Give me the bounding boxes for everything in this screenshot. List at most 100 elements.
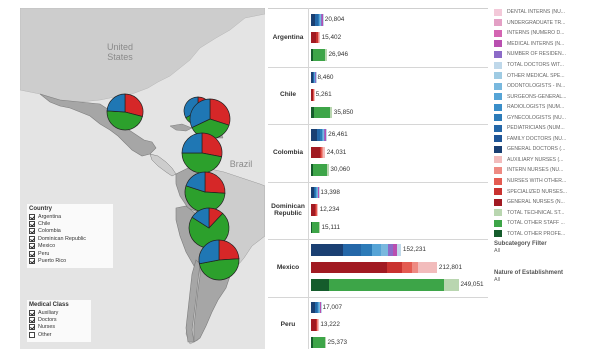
bar-segment[interactable] bbox=[311, 146, 320, 158]
pie-slice[interactable] bbox=[204, 171, 226, 194]
bar-segment[interactable] bbox=[402, 261, 413, 273]
checkbox[interactable] bbox=[29, 331, 35, 338]
bar-segment[interactable] bbox=[323, 146, 326, 158]
bar-segment[interactable] bbox=[311, 129, 317, 141]
legend-item[interactable]: GYNECOLOGISTS (NU... bbox=[492, 112, 599, 123]
bar-segment[interactable] bbox=[312, 336, 325, 348]
bar-segment[interactable] bbox=[315, 14, 318, 26]
bar-segment[interactable] bbox=[418, 261, 438, 273]
bar-auxiliary[interactable]: 17,007 bbox=[311, 301, 342, 313]
bar-segment[interactable] bbox=[316, 319, 318, 331]
bar-segment[interactable] bbox=[387, 244, 394, 256]
pie-chart-marker[interactable] bbox=[106, 93, 144, 131]
bar-doctors[interactable]: 12,234 bbox=[311, 204, 339, 216]
country-filter-option[interactable]: Colombia bbox=[29, 228, 110, 235]
pie-slice[interactable] bbox=[106, 110, 143, 131]
bar-segment[interactable] bbox=[342, 244, 361, 256]
legend-item[interactable]: FAMILY DOCTORS (NU... bbox=[492, 134, 599, 145]
bar-segment[interactable] bbox=[311, 319, 316, 331]
country-row-label[interactable]: Chile bbox=[279, 91, 297, 99]
country-filter-option[interactable]: Peru bbox=[29, 250, 110, 257]
pie-chart-marker[interactable] bbox=[189, 98, 231, 140]
bar-segment[interactable] bbox=[319, 301, 321, 313]
bar-nurses[interactable]: 249,051 bbox=[311, 279, 484, 291]
bar-segment[interactable] bbox=[323, 129, 325, 141]
checkbox[interactable] bbox=[29, 228, 35, 235]
bar-doctors[interactable]: 24,031 bbox=[311, 146, 346, 158]
bar-segment[interactable] bbox=[330, 106, 333, 118]
bar-segment[interactable] bbox=[311, 244, 343, 256]
legend-item[interactable]: GENERAL DOCTORS (... bbox=[492, 144, 599, 155]
bar-doctors[interactable]: 15,402 bbox=[311, 31, 341, 43]
legend-item[interactable]: TOTAL OTHER STAFF ... bbox=[492, 218, 599, 229]
bar-segment[interactable] bbox=[311, 221, 313, 233]
bar-segment[interactable] bbox=[328, 279, 445, 291]
bar-segment[interactable] bbox=[380, 244, 388, 256]
bar-segment[interactable] bbox=[311, 204, 316, 216]
bar-segment[interactable] bbox=[319, 129, 322, 141]
bar-segment[interactable] bbox=[314, 301, 317, 313]
bar-segment[interactable] bbox=[444, 279, 459, 291]
country-row-label[interactable]: Peru bbox=[280, 321, 296, 329]
bar-nurses[interactable]: 26,946 bbox=[311, 49, 348, 61]
pie-slice[interactable] bbox=[106, 93, 126, 113]
country-row-label[interactable]: Argentina bbox=[272, 33, 304, 41]
legend-item[interactable]: SPECIALIZED NURSES... bbox=[492, 186, 599, 197]
bar-auxiliary[interactable]: 26,461 bbox=[311, 129, 348, 141]
bar-segment[interactable] bbox=[324, 336, 327, 348]
checkbox[interactable] bbox=[29, 243, 35, 250]
legend-item[interactable]: ODONTOLOGISTS - IN... bbox=[492, 81, 599, 92]
legend-item[interactable]: DENTAL INTERNS (NU... bbox=[492, 7, 599, 18]
pie-slice[interactable] bbox=[185, 171, 206, 193]
pie-chart-marker[interactable] bbox=[188, 207, 230, 249]
bar-segment[interactable] bbox=[321, 129, 324, 141]
bar-segment[interactable] bbox=[313, 106, 331, 118]
bar-segment[interactable] bbox=[311, 186, 314, 198]
establishment-filter-value[interactable]: All bbox=[494, 277, 500, 283]
checkbox[interactable] bbox=[29, 309, 35, 316]
bar-auxiliary[interactable]: 20,804 bbox=[311, 14, 344, 26]
bar-segment[interactable] bbox=[321, 14, 323, 26]
bar-segment[interactable] bbox=[319, 146, 322, 158]
bar-segment[interactable] bbox=[325, 129, 327, 141]
medical-class-filter-option[interactable]: Doctors bbox=[29, 316, 88, 324]
bar-segment[interactable] bbox=[311, 261, 387, 273]
bar-segment[interactable] bbox=[311, 14, 316, 26]
legend-item[interactable]: NURSES WITH OTHER... bbox=[492, 176, 599, 187]
checkbox[interactable] bbox=[29, 221, 35, 228]
subcategory-filter[interactable]: Subcategory Filter All bbox=[494, 241, 594, 254]
pie-slice[interactable] bbox=[198, 239, 220, 265]
bar-segment[interactable] bbox=[315, 186, 317, 198]
bar-segment[interactable] bbox=[311, 31, 317, 43]
bar-segment[interactable] bbox=[317, 301, 319, 313]
pie-chart-marker[interactable] bbox=[181, 132, 223, 174]
bar-segment[interactable] bbox=[313, 71, 315, 83]
legend-item[interactable]: RADIOLOGISTS (NUM... bbox=[492, 102, 599, 113]
bar-segment[interactable] bbox=[317, 319, 319, 331]
country-row-label[interactable]: Colombia bbox=[272, 148, 304, 156]
bar-segment[interactable] bbox=[320, 14, 322, 26]
bar-segment[interactable] bbox=[311, 71, 313, 83]
country-filter-option[interactable]: Chile bbox=[29, 220, 110, 228]
bar-segment[interactable] bbox=[311, 49, 313, 61]
establishment-filter[interactable]: Nature of Establishment All bbox=[494, 270, 594, 283]
bar-segment[interactable] bbox=[311, 279, 329, 291]
bar-segment[interactable] bbox=[317, 204, 319, 216]
bar-segment[interactable] bbox=[311, 336, 313, 348]
bar-segment[interactable] bbox=[360, 244, 372, 256]
bar-segment[interactable] bbox=[412, 261, 419, 273]
pie-slice[interactable] bbox=[189, 98, 211, 128]
bar-segment[interactable] bbox=[324, 129, 326, 141]
medical-class-filter-option[interactable]: Nurses bbox=[29, 324, 88, 331]
bar-segment[interactable] bbox=[312, 71, 314, 83]
pie-chart-marker[interactable] bbox=[198, 239, 240, 281]
bar-segment[interactable] bbox=[371, 244, 381, 256]
bar-segment[interactable] bbox=[327, 164, 329, 176]
bar-auxiliary[interactable]: 152,231 bbox=[311, 244, 426, 256]
bar-segment[interactable] bbox=[317, 31, 319, 43]
bar-segment[interactable] bbox=[318, 31, 321, 43]
country-row-label[interactable]: Dominican Republic bbox=[271, 202, 305, 218]
legend-item[interactable]: GENERAL NURSES (N... bbox=[492, 197, 599, 208]
medical-class-filter-option[interactable]: Auxiliary bbox=[29, 309, 88, 316]
